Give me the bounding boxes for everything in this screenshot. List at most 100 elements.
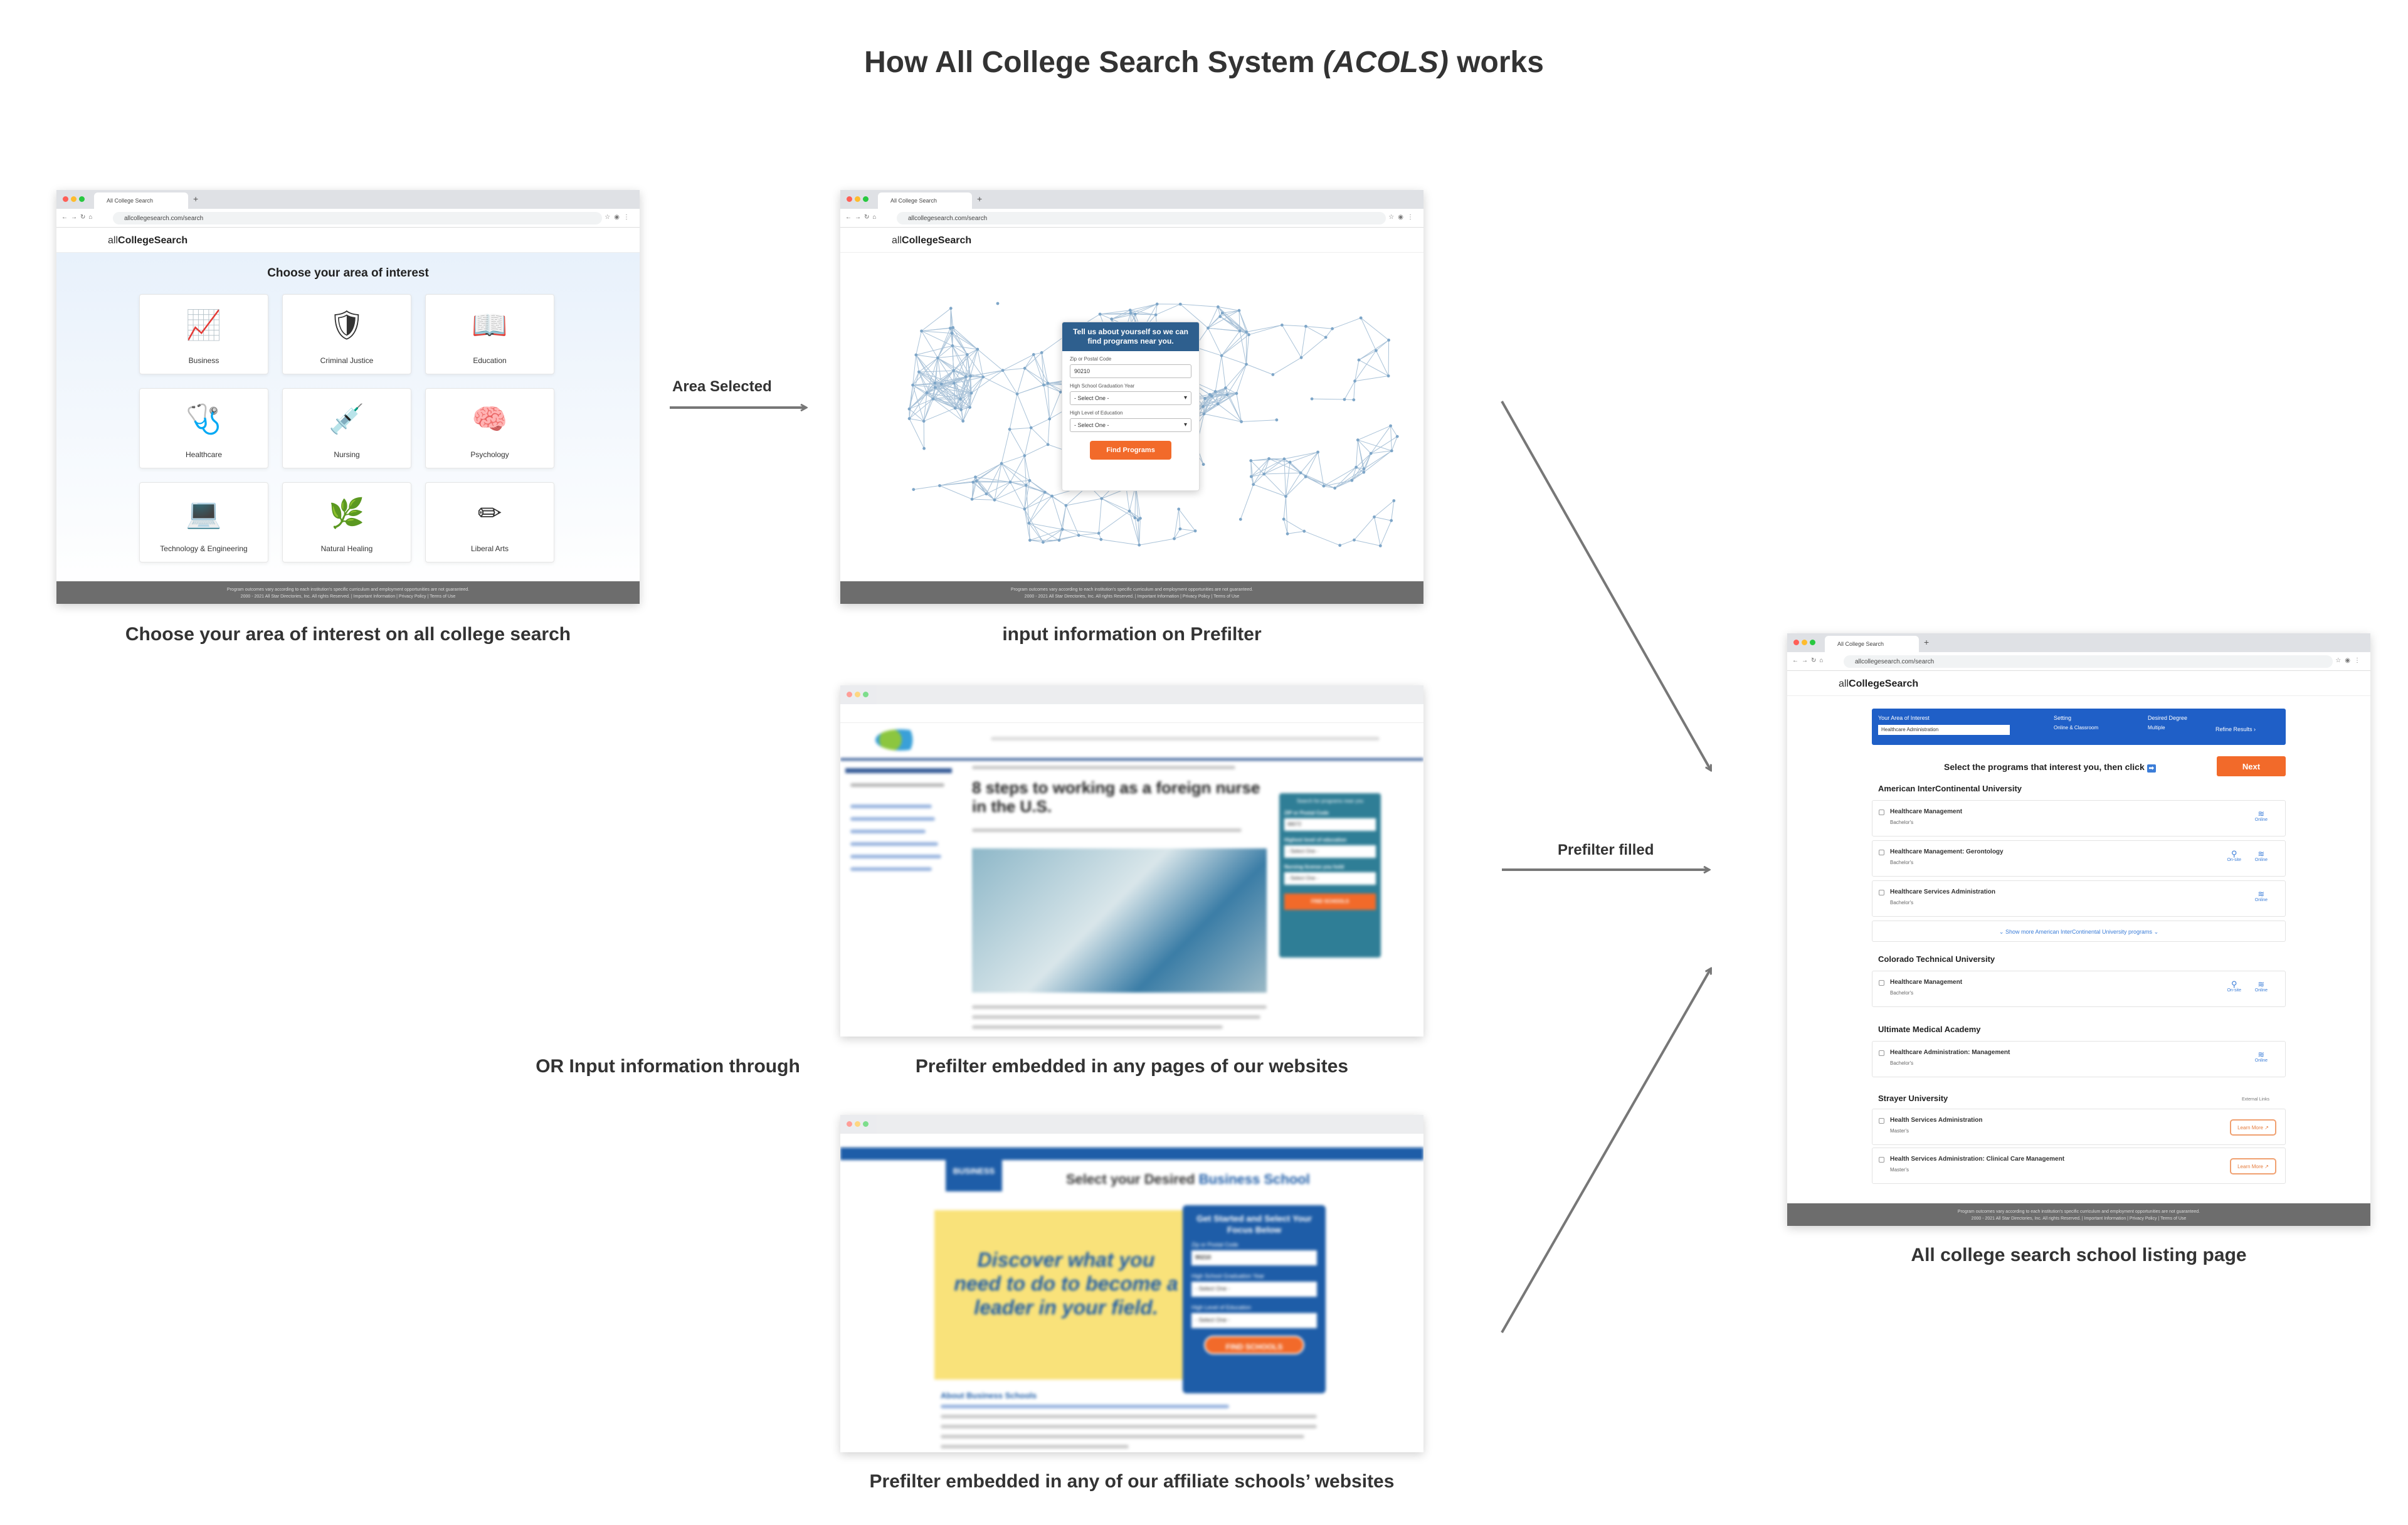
url-field[interactable]: allcollegesearch.com/search [897, 212, 1386, 224]
site-logo[interactable]: allCollegeSearch [108, 235, 188, 246]
area-of-interest-screenshot: All College Search+ ←→↻⌂allcollegesearch… [56, 190, 640, 604]
program-degree: Bachelor's [1890, 900, 1914, 905]
program-checkbox[interactable] [1879, 810, 1884, 815]
online-mode: ≋Online [2254, 889, 2268, 902]
program-checkbox[interactable] [1879, 1050, 1884, 1056]
nursing-education-select[interactable]: - Select One - [1284, 845, 1376, 858]
grad-year-select[interactable]: - Select One - [1070, 391, 1191, 405]
map-pin-icon: ⚲ [2231, 849, 2237, 858]
area-card-education[interactable]: 📖Education [425, 294, 554, 374]
zip-input[interactable]: 90210 [1070, 364, 1191, 378]
area-label: Healthcare [185, 450, 223, 459]
area-card-natural-healing[interactable]: 🌿Natural Healing [282, 482, 411, 562]
program-degree: Bachelor's [1890, 1060, 1914, 1066]
nursing-zip-input[interactable]: 98072 [1284, 818, 1376, 831]
site-logo[interactable]: allCollegeSearch [892, 235, 972, 246]
address-bar [840, 1134, 1423, 1148]
area-card-criminal-justice[interactable]: 🛡Criminal Justice [282, 294, 411, 374]
business-prefilter-form: Get Started and Select Your Focus Below … [1183, 1205, 1326, 1393]
nursing-license-select[interactable]: - Select One - [1284, 872, 1376, 885]
site-header: allCollegeSearch [56, 228, 640, 253]
chevron-down-icon: ⌄ [2153, 929, 2159, 935]
business-grad-select[interactable]: - Select One - [1191, 1282, 1317, 1297]
search-summary-bar: Your Area of Interest Healthcare Adminis… [1872, 709, 2286, 745]
area-label: Nursing [334, 450, 360, 459]
site-logo[interactable]: allCollegeSearch [1839, 678, 1919, 689]
business-find-schools-button[interactable]: FIND SCHOOLS [1204, 1336, 1304, 1354]
refine-results-link[interactable]: Refine Results › [2215, 726, 2256, 732]
education-label: High Level of Education [1070, 410, 1123, 416]
next-arrow-icon: ➡ [2147, 764, 2157, 773]
program-checkbox[interactable] [1879, 1157, 1884, 1163]
prefilter-heading: Tell us about yourself so we can find pr… [1062, 322, 1199, 351]
area-label: Psychology [470, 450, 509, 459]
browser-tab[interactable]: All College Search [94, 193, 188, 209]
online-mode: ≋Online [2254, 849, 2268, 862]
program-checkbox[interactable] [1879, 1118, 1884, 1124]
program-checkbox[interactable] [1879, 890, 1884, 895]
nursing-find-schools-button[interactable]: FIND SCHOOLS [1284, 894, 1376, 910]
address-bar: ←→↻⌂allcollegesearch.com/search☆◉⋮ [1787, 652, 2370, 671]
program-checkbox[interactable] [1879, 850, 1884, 855]
campus-mode: ⚲On-site [2227, 979, 2241, 993]
area-label: Business [188, 356, 219, 365]
arrow-affiliate-to-listing [1501, 969, 1711, 1333]
program-name: Healthcare Services Administration [1890, 889, 1996, 895]
business-zip-input[interactable]: 90210 [1191, 1250, 1317, 1265]
browser-tab[interactable]: All College Search [1825, 636, 1919, 652]
area-card-psychology[interactable]: 🧠 Psychology [425, 388, 554, 468]
browser-tabbar [840, 685, 1423, 704]
nursing-page: 8 steps to working as a foreign nurse in… [840, 723, 1423, 1037]
program-degree: Bachelor's [1890, 860, 1914, 865]
wifi-icon: ≋ [2258, 1050, 2265, 1059]
area-card-business[interactable]: 📈Business [139, 294, 268, 374]
learn-more-button[interactable]: Learn More ↗ [2230, 1158, 2276, 1174]
campus-mode: ⚲On-site [2227, 849, 2241, 862]
interest-heading: Choose your area of interest [267, 266, 429, 280]
show-more-link[interactable]: ⌄ Show more American InterContinental Un… [1872, 921, 2286, 942]
program-checkbox[interactable] [1879, 980, 1884, 986]
area-of-interest-input[interactable]: Healthcare Administration [1878, 725, 2010, 735]
business-education-select[interactable]: - Select One - [1191, 1313, 1317, 1328]
program-row[interactable]: Health Services Administration: Clinical… [1872, 1148, 2286, 1184]
education-select[interactable]: - Select One - [1070, 418, 1191, 432]
site-footer: Program outcomes vary according to each … [840, 581, 1423, 604]
select-programs-prompt: Select the programs that interest you, t… [1944, 762, 2157, 773]
prefilter-form: Tell us about yourself so we can find pr… [1062, 322, 1200, 491]
nurse-photo [972, 848, 1267, 993]
school-name: American InterContinental University [1878, 784, 2022, 793]
area-label: Liberal Arts [470, 544, 509, 553]
area-card-liberal-arts[interactable]: ✏Liberal Arts [425, 482, 554, 562]
area-icon: 🧠 [472, 403, 508, 435]
program-name: Healthcare Management: Gerontology [1890, 848, 2004, 855]
caption-embedded-pages: Prefilter embedded in any pages of our w… [915, 1056, 1349, 1077]
learn-more-button[interactable]: Learn More ↗ [2230, 1119, 2276, 1136]
program-degree: Bachelor's [1890, 990, 1914, 996]
browser-tab[interactable]: All College Search [878, 193, 972, 209]
area-card-nursing[interactable]: 💉 Nursing [282, 388, 411, 468]
browser-tabbar [840, 1115, 1423, 1134]
business-logo: BUSINESS [946, 1148, 1002, 1191]
url-field[interactable]: allcollegesearch.com/search [1844, 655, 2333, 668]
arrow-prefilter-to-listing [1501, 401, 1711, 770]
next-button[interactable]: Next [2217, 756, 2286, 776]
external-links-label: External Links [2242, 1097, 2269, 1102]
program-degree: Master's [1890, 1167, 1909, 1173]
caption-prefilter: input information on Prefilter [1002, 624, 1262, 645]
area-icon: 💉 [329, 403, 365, 435]
area-card-healthcare[interactable]: 🩺Healthcare [139, 388, 268, 468]
school-name: Colorado Technical University [1878, 954, 1995, 964]
chevron-right-icon: › [2254, 726, 2256, 732]
area-icon: 🌿 [329, 497, 365, 529]
url-field[interactable]: allcollegesearch.com/search [113, 212, 602, 224]
address-bar: ←→↻⌂allcollegesearch.com/search☆◉⋮ [840, 209, 1423, 228]
site-header: allCollegeSearch [1787, 671, 2370, 696]
find-programs-button[interactable]: Find Programs [1090, 441, 1171, 460]
area-card-technology-engineering[interactable]: 💻Technology & Engineering [139, 482, 268, 562]
